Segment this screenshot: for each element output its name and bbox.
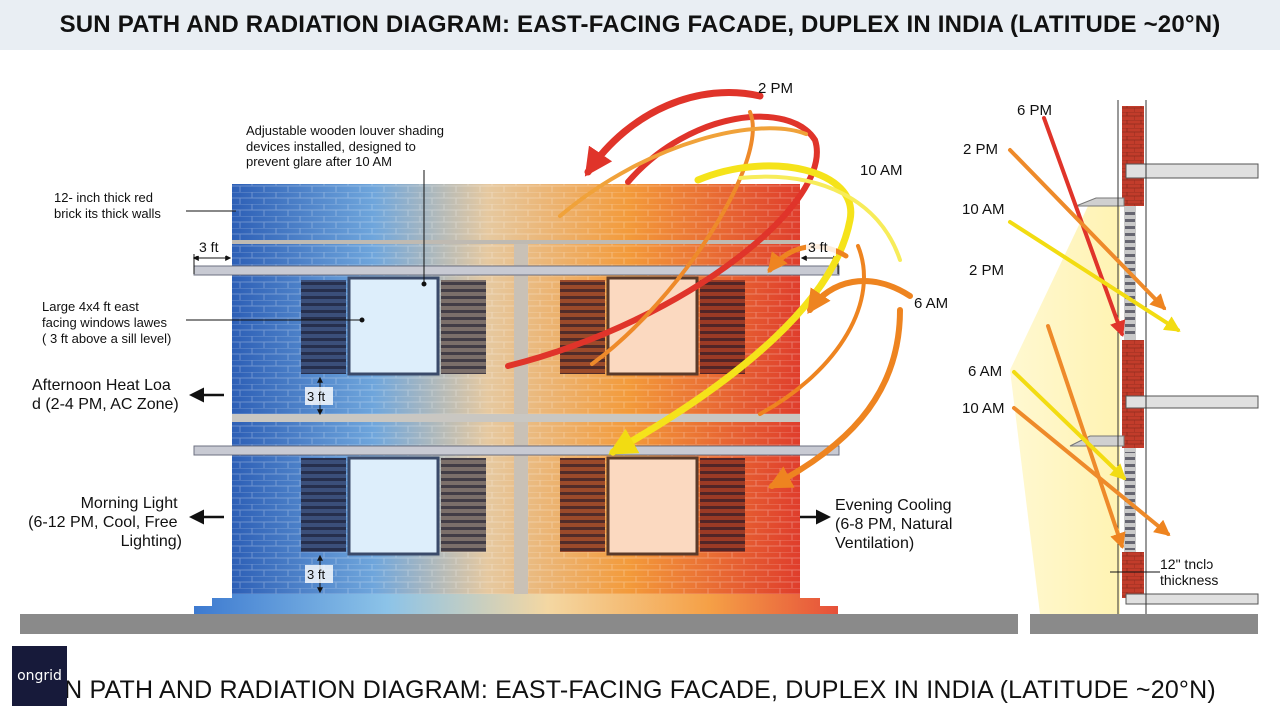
afternoon-label: Afternoon Heat Loa d (2-4 PM, AC Zone) <box>32 377 179 413</box>
section-label-10am-2: 10 AM <box>962 400 1005 417</box>
brand-logo[interactable]: ongrid <box>12 646 67 706</box>
arrow-orange-4 <box>758 244 866 416</box>
sun-path-arrows <box>505 89 913 489</box>
section-label-2pm: 2 PM <box>963 141 998 158</box>
section-slab-mid <box>1125 395 1259 409</box>
section-ground-strip <box>1030 614 1258 634</box>
footer-title: N PATH AND RADIATION DIAGRAM: EAST-FACIN… <box>64 675 1216 704</box>
section-wall-mid <box>1122 340 1144 448</box>
brick-label: 12- inch thick red brick its thick walls <box>54 190 161 221</box>
dim-window-gap: 3 ft <box>307 389 325 404</box>
section-label-10am: 10 AM <box>962 201 1005 218</box>
louver-label: Adjustable wooden louver shading devices… <box>246 123 448 169</box>
side-arrows <box>189 387 831 525</box>
arrow-6am-orange-2 <box>767 307 903 489</box>
arrow-orange-3 <box>767 244 849 274</box>
wall-section <box>1010 100 1259 614</box>
footer-title-bar: N PATH AND RADIATION DIAGRAM: EAST-FACIN… <box>0 670 1280 710</box>
arrow-orange-1 <box>590 110 755 366</box>
time-label-6am: 6 AM <box>914 295 948 312</box>
ray-2pm-1 <box>1008 148 1167 311</box>
arrow-orange-2 <box>558 126 808 218</box>
labels: Adjustable wooden louver shading devices… <box>28 80 1218 588</box>
light-beam <box>1010 206 1120 614</box>
dim-overhang-left: 3 ft <box>199 239 219 255</box>
time-label-2pm: 2 PM <box>758 80 793 97</box>
window-lower-left <box>301 456 486 556</box>
ray-10am-1 <box>1008 220 1181 332</box>
section-wall-top <box>1122 106 1144 206</box>
ground-strip <box>20 614 1018 634</box>
dim-overhang-right: 3 ft <box>808 239 828 255</box>
arrow-10am-yellow <box>608 162 855 456</box>
leader-lines <box>186 170 427 323</box>
section-label-6am: 6 AM <box>968 363 1002 380</box>
arrow-2pm-red-arc <box>584 89 764 177</box>
section-label-6pm: 6 PM <box>1017 102 1052 119</box>
time-label-10am: 10 AM <box>860 162 903 179</box>
page-title: SUN PATH AND RADIATION DIAGRAM: EAST-FAC… <box>59 11 1221 38</box>
ray-10am-2 <box>1012 406 1171 537</box>
window-upper-left <box>301 276 486 376</box>
morning-label: Morning Light (6-12 PM, Cool, Free Light… <box>28 495 182 550</box>
evening-label: Evening Cooling (6-8 PM, Natural Ventila… <box>835 497 957 552</box>
ray-6am <box>1012 370 1127 481</box>
logo-text: ongrid <box>17 668 62 684</box>
building-facade <box>193 184 840 614</box>
windows-label: Large 4x4 ft east facing windows lawes (… <box>42 299 171 346</box>
section-slab-bottom <box>1125 593 1259 605</box>
window-upper-right <box>560 276 745 376</box>
upper-overhang <box>193 265 840 276</box>
title-bar: SUN PATH AND RADIATION DIAGRAM: EAST-FAC… <box>0 0 1280 50</box>
arrow-6am-orange <box>807 278 913 314</box>
ray-2pm-2 <box>1046 324 1126 550</box>
building-plinth <box>194 592 838 614</box>
section-rays <box>1008 116 1181 550</box>
section-slab-upper <box>1125 163 1259 179</box>
dim-sill-height: 3 ft <box>307 567 325 582</box>
floor-band <box>232 414 800 422</box>
section-wall-bottom <box>1122 552 1144 598</box>
window-lower-right <box>560 456 745 556</box>
lower-overhang <box>193 445 840 456</box>
thickness-label: 12" tnclɔ thickness <box>1160 556 1218 588</box>
section-label-2pm-2: 2 PM <box>969 262 1004 279</box>
arrow-yellow-thin <box>738 174 902 262</box>
